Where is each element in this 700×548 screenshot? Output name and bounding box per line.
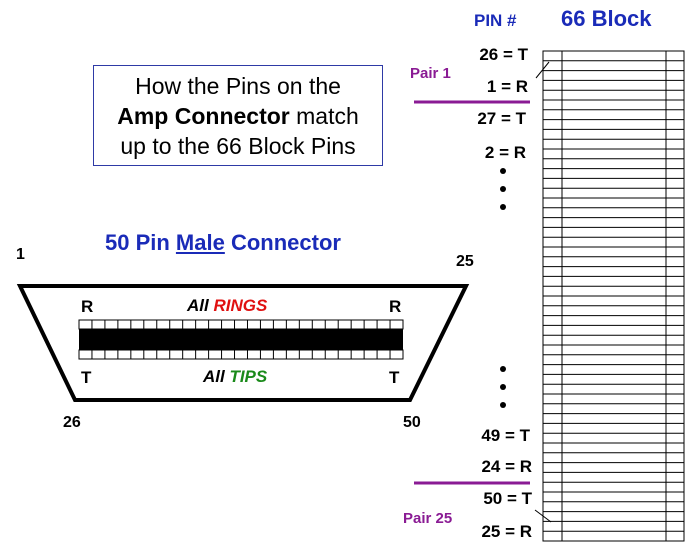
pin-ticks	[91, 320, 391, 359]
pin-number-50: 50	[403, 414, 421, 431]
pin-number-1: 1	[16, 246, 25, 263]
pin-label-27-t: 27 = T	[477, 109, 526, 128]
ellipsis-dot	[500, 402, 506, 408]
pin-number-25: 25	[456, 253, 474, 270]
block-rows	[543, 60, 684, 532]
pin-label-49-t: 49 = T	[481, 426, 530, 445]
ellipsis-dot	[500, 384, 506, 390]
caption-line-3: up to the 66 Block Pins	[120, 132, 356, 159]
pin-number-header: PIN #	[474, 11, 517, 30]
pin-label-2-r: 2 = R	[484, 143, 526, 162]
all-tips-prefix: All	[203, 367, 230, 386]
tip-label-left: T	[81, 368, 92, 387]
pin-number-26: 26	[63, 414, 81, 431]
ring-label-right: R	[389, 297, 402, 316]
pin-label-50-t: 50 = T	[483, 489, 532, 508]
connector-title-underlined: Male	[175, 230, 225, 255]
pin-label-24-r: 24 = R	[481, 457, 532, 476]
block-66-grid	[542, 50, 685, 542]
pin-label-25-r: 25 = R	[481, 522, 532, 541]
all-rings-label: All RINGS	[187, 296, 267, 316]
pair-25-label: Pair 25	[403, 510, 453, 527]
ellipsis-dot	[500, 168, 506, 174]
rings-word: RINGS	[213, 296, 268, 315]
pin-label-1-r: 1 = R	[486, 77, 528, 96]
block-66-title: 66 Block	[561, 6, 652, 31]
ellipsis-dot	[500, 204, 506, 210]
caption-line-2: Amp Connector match	[117, 101, 359, 131]
pair-1-label: Pair 1	[410, 65, 451, 82]
ring-label-left: R	[81, 297, 94, 316]
connector-title-post: Connector	[224, 230, 341, 255]
connector-title-pre: 50 Pin	[105, 230, 176, 255]
pointer-line-bottom	[534, 509, 552, 523]
caption-line-1: How the Pins on the	[135, 72, 341, 99]
caption-box: How the Pins on the Amp Connector match …	[93, 65, 383, 166]
caption-bold-text: Amp Connector	[117, 102, 290, 129]
pointer-line-top	[535, 61, 550, 79]
ellipsis-dot	[500, 186, 506, 192]
pin-label-26-t: 26 = T	[479, 45, 528, 64]
all-tips-label: All TIPS	[203, 367, 267, 387]
tips-word: TIPS	[229, 367, 268, 386]
pin-strip	[78, 319, 404, 360]
all-rings-prefix: All	[187, 296, 214, 315]
ellipsis-dot	[500, 366, 506, 372]
connector-title: 50 Pin Male Connector	[105, 230, 341, 256]
tip-label-right: T	[389, 368, 400, 387]
caption-line-2-rest: match	[289, 102, 359, 129]
